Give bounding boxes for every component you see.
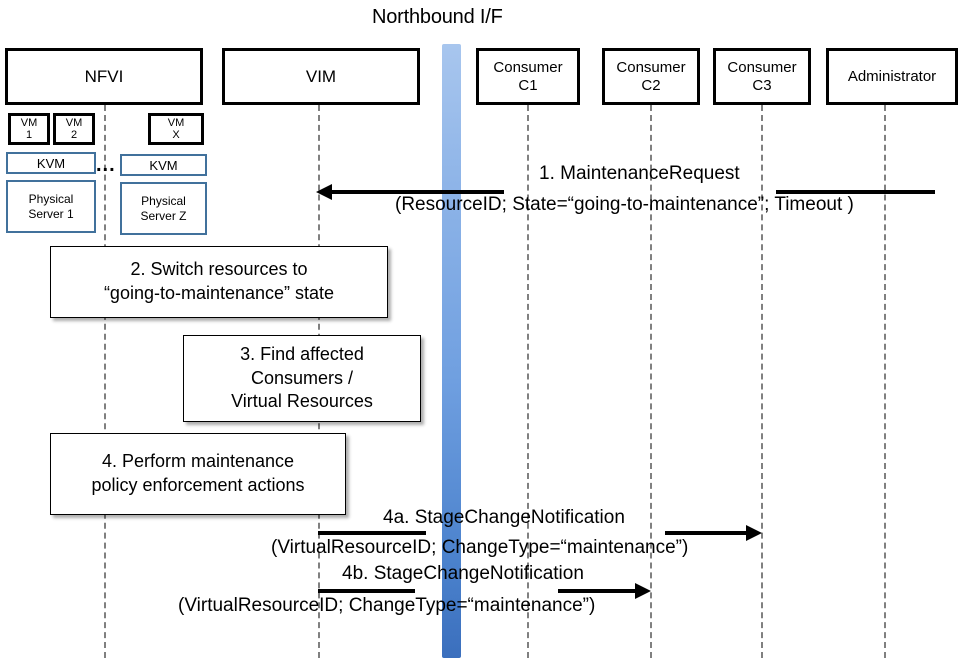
- lifeline-consumer-c1: [527, 105, 529, 658]
- actor-administrator-label: Administrator: [847, 67, 937, 85]
- note-step-3-line1: 3. Find affected: [240, 343, 364, 364]
- kvm-box-2[interactable]: KVM: [120, 154, 207, 176]
- physical-server-z-line2: Server Z: [140, 208, 187, 223]
- note-step-3[interactable]: 3. Find affected Consumers / Virtual Res…: [183, 335, 421, 422]
- actor-consumer-c3-label-line2: C3: [752, 76, 772, 94]
- vm-box-2-line2: 2: [70, 129, 78, 141]
- actor-consumer-c2-label-line2: C2: [641, 76, 661, 94]
- actor-vim-label: VIM: [305, 66, 337, 86]
- message-1-arrowhead: [316, 184, 332, 200]
- message-4a-params: (VirtualResourceID; ChangeType=“maintena…: [271, 537, 689, 558]
- actor-consumer-c2-label-line1: Consumer: [616, 59, 686, 77]
- kvm-box-2-label: KVM: [149, 157, 178, 173]
- vm-box-x-line2: X: [172, 129, 180, 141]
- physical-server-1-box[interactable]: Physical Server 1: [6, 180, 96, 233]
- kvm-box-1[interactable]: KVM: [6, 152, 96, 174]
- message-4a-title: 4a. StageChangeNotification: [383, 507, 625, 528]
- message-4a-line-right-segment: [665, 531, 747, 535]
- message-4b-params: (VirtualResourceID; ChangeType=“maintena…: [178, 595, 596, 616]
- vm-box-1-line2: 1: [25, 129, 33, 141]
- diagram-title: Northbound I/F: [372, 6, 503, 28]
- message-1-line-left-segment: [330, 190, 504, 194]
- actor-nfvi[interactable]: NFVI: [5, 48, 203, 105]
- actor-consumer-c1-label-line1: Consumer: [493, 59, 563, 77]
- note-step-2-line1: 2. Switch resources to: [130, 259, 308, 280]
- vm-box-2[interactable]: VM 2: [53, 113, 95, 145]
- nfvi-stack-ellipsis: ...: [96, 154, 116, 176]
- note-step-2-line2: “going-to-maintenance” state: [103, 283, 335, 303]
- message-1-params: (ResourceID; State=“going-to-maintenance…: [395, 194, 854, 215]
- message-1-title: 1. MaintenanceRequest: [539, 163, 740, 184]
- vm-box-1-line1: VM: [20, 116, 38, 129]
- vm-box-x[interactable]: VM X: [148, 113, 204, 145]
- vm-box-1[interactable]: VM 1: [8, 113, 50, 145]
- actor-consumer-c1-label-line2: C1: [518, 76, 538, 94]
- actor-vim[interactable]: VIM: [222, 48, 420, 105]
- physical-server-1-line2: Server 1: [28, 206, 74, 221]
- physical-server-1-line1: Physical: [28, 191, 74, 206]
- message-1-line-right-segment: [776, 190, 935, 194]
- message-4b-arrowhead: [635, 583, 651, 599]
- actor-consumer-c2[interactable]: Consumer C2: [602, 48, 700, 105]
- lifeline-consumer-c2: [650, 105, 652, 658]
- vm-box-2-line1: VM: [65, 116, 83, 129]
- lifeline-administrator: [884, 105, 886, 658]
- actor-administrator[interactable]: Administrator: [826, 48, 958, 105]
- actor-consumer-c1[interactable]: Consumer C1: [476, 48, 580, 105]
- lifeline-consumer-c3: [761, 105, 763, 658]
- vm-box-x-line1: VM: [167, 116, 185, 129]
- message-4b-title: 4b. StageChangeNotification: [342, 563, 584, 584]
- note-step-4-line1: 4. Perform maintenance: [101, 451, 295, 472]
- actor-nfvi-label: NFVI: [84, 66, 124, 86]
- actor-consumer-c3[interactable]: Consumer C3: [713, 48, 811, 105]
- physical-server-z-box[interactable]: Physical Server Z: [120, 182, 207, 235]
- physical-server-z-line1: Physical: [141, 193, 186, 208]
- message-4b-line-left-segment: [318, 589, 415, 593]
- message-4a-line-left-segment: [318, 531, 426, 535]
- note-step-4[interactable]: 4. Perform maintenance policy enforcemen…: [50, 433, 346, 515]
- actor-consumer-c3-label-line1: Consumer: [727, 59, 797, 77]
- message-4b-line-right-segment: [558, 589, 636, 593]
- note-step-2[interactable]: 2. Switch resources to “going-to-mainten…: [50, 246, 388, 318]
- northbound-interface-bar: [442, 44, 461, 658]
- note-step-3-line3: Virtual Resources: [231, 391, 373, 412]
- kvm-box-1-label: KVM: [36, 155, 66, 171]
- message-4a-arrowhead: [746, 525, 762, 541]
- note-step-3-line2: Consumers /: [250, 367, 354, 388]
- lifeline-nfvi: [104, 105, 106, 658]
- note-step-4-line2: policy enforcement actions: [91, 475, 305, 495]
